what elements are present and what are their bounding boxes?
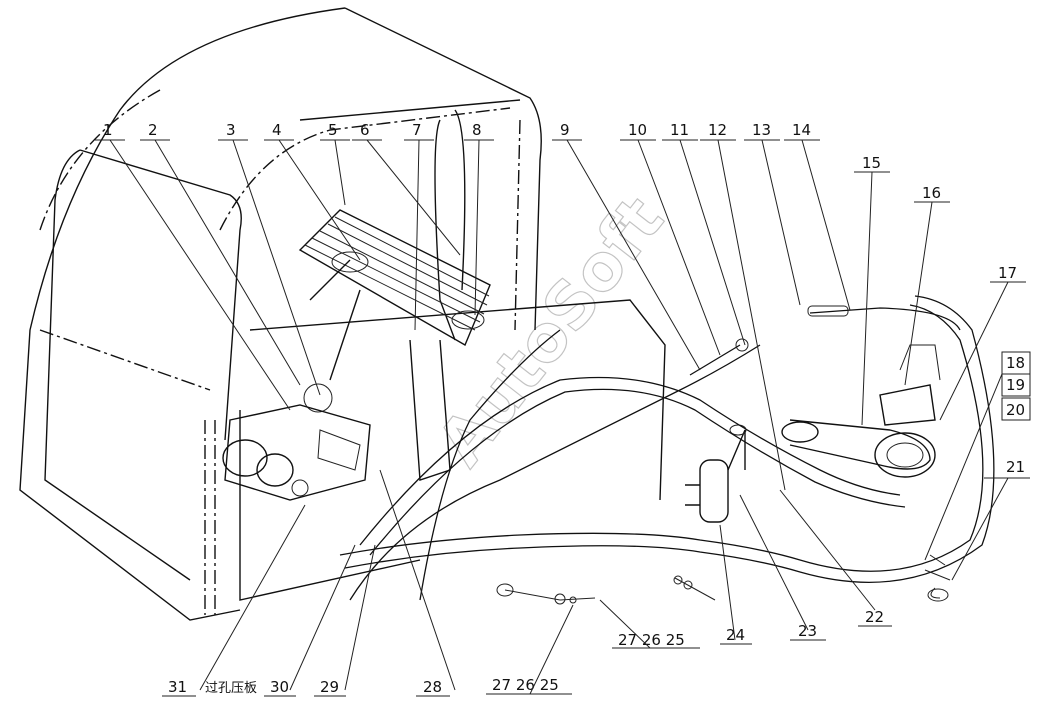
cab-outline xyxy=(19,7,666,621)
callout-13: 13 xyxy=(752,121,771,139)
callout-3: 3 xyxy=(226,121,236,139)
callout-4: 4 xyxy=(272,121,282,139)
callout-14: 14 xyxy=(792,121,811,139)
callout-5: 5 xyxy=(328,121,338,139)
callout-28: 28 xyxy=(423,678,442,696)
receiver-drier xyxy=(685,424,747,523)
callout-22: 22 xyxy=(865,608,884,626)
callout-16: 16 xyxy=(922,184,941,202)
callout-20: 20 xyxy=(1006,401,1025,419)
callout-29: 29 xyxy=(320,678,339,696)
bottom-group-2: 27 26 25 xyxy=(492,676,559,694)
callout-7: 7 xyxy=(412,121,422,139)
callout-30: 30 xyxy=(270,678,289,696)
callout-18: 18 xyxy=(1006,354,1025,372)
evaporator-unit xyxy=(298,209,491,413)
callout-15: 15 xyxy=(862,154,881,172)
callout-23: 23 xyxy=(798,622,817,640)
callout-11: 11 xyxy=(670,121,689,139)
callout-2: 2 xyxy=(148,121,158,139)
callout-12: 12 xyxy=(708,121,727,139)
callout-8: 8 xyxy=(472,121,482,139)
callout-19: 19 xyxy=(1006,376,1025,394)
callout-17: 17 xyxy=(998,264,1017,282)
via-plate-note: 过孔压板 xyxy=(205,681,257,696)
top-callouts: 1 2 3 4 5 6 7 8 9 10 11 12 13 14 15 16 1… xyxy=(103,121,1025,476)
callout-10: 10 xyxy=(628,121,647,139)
refrigerant-hoses xyxy=(339,295,995,605)
callout-1: 1 xyxy=(103,121,113,139)
callout-6: 6 xyxy=(360,121,370,139)
heater-blower-unit xyxy=(222,404,371,501)
callout-21: 21 xyxy=(1006,458,1025,476)
bottom-group-1: 27 26 25 xyxy=(618,631,685,649)
bottom-callouts: 22 23 24 27 26 25 27 26 25 28 29 30 31 过… xyxy=(162,599,892,697)
compressor-belt xyxy=(781,344,941,478)
callout-9: 9 xyxy=(560,121,570,139)
callout-31: 31 xyxy=(168,678,187,696)
leader-lines xyxy=(109,139,1009,691)
callout-24: 24 xyxy=(726,626,745,644)
